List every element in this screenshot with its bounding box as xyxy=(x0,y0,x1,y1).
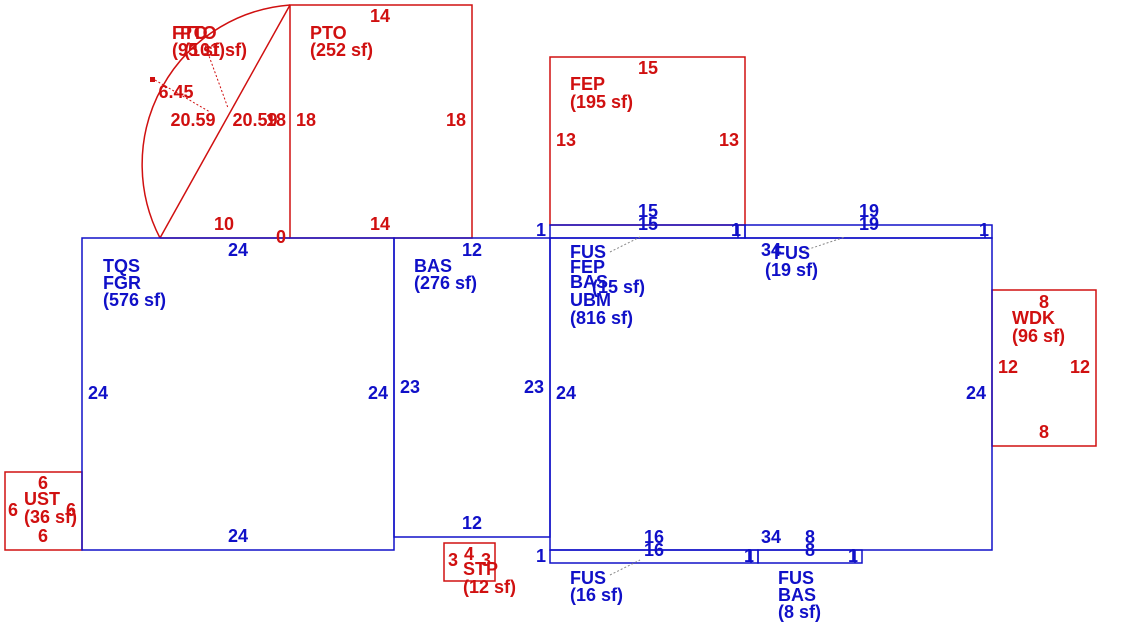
dim-strip16-bot: 16 xyxy=(644,540,664,560)
dim-strip16-top: 16 xyxy=(644,527,664,547)
dim-fep-right: 13 xyxy=(719,130,739,150)
fus16-area: (16 sf) xyxy=(570,585,623,605)
arc-area-1: (95 sf) xyxy=(172,40,225,60)
stp-name: STP xyxy=(463,559,498,579)
ubm-area: (816 sf) xyxy=(570,308,633,328)
fus19-name: FUS xyxy=(774,243,810,263)
ubm-name-2: FEP xyxy=(570,257,605,277)
dim-wdk-top: 8 xyxy=(1039,292,1049,312)
dim-arc-radius: 6.45 xyxy=(158,82,193,102)
dim-one-a: 1 xyxy=(536,220,546,240)
dim-ubm-bottom-mid: 34 xyxy=(761,527,781,547)
top-strip-right xyxy=(744,224,993,239)
tqs-name-1: TQS xyxy=(103,256,140,276)
ubm-name-4: UBM xyxy=(570,290,611,310)
fus8-area: (8 sf) xyxy=(778,602,821,622)
pto-arc-outline xyxy=(141,4,291,239)
dim-bas-right: 23 xyxy=(524,377,544,397)
arc-name-1: FTO xyxy=(172,23,208,43)
dim-wdk-left: 12 xyxy=(998,357,1018,377)
pto-name: PTO xyxy=(310,23,347,43)
stp-outline xyxy=(443,542,496,582)
dim-one-e: 1 xyxy=(744,546,754,566)
dim-arc-diag-a: 20.59 xyxy=(170,110,215,130)
dim-strip8-top: 8 xyxy=(805,527,815,547)
bottom-strip-right xyxy=(757,549,863,564)
dim-ubm-right: 24 xyxy=(966,383,986,403)
dim-stp-left: 3 xyxy=(448,550,458,570)
ubm-area-small: (15 sf) xyxy=(592,277,645,297)
dim-one-c: 1 xyxy=(979,220,989,240)
fep-area: (195 sf) xyxy=(570,92,633,112)
fep-name: FEP xyxy=(570,74,605,94)
pto-arc-chord xyxy=(159,4,291,239)
dim-fep-top: 15 xyxy=(638,58,658,78)
wdk-area: (96 sf) xyxy=(1012,326,1065,346)
fus19-area: (19 sf) xyxy=(765,260,818,280)
dim-bas-top: 12 xyxy=(462,240,482,260)
dim-pto-left: 18 xyxy=(296,110,316,130)
fus16-name: FUS xyxy=(570,568,606,588)
dim-strip15-bot: 15 xyxy=(638,214,658,234)
dim-ubm-top-right: 34 xyxy=(761,240,781,260)
ust-area: (36 sf) xyxy=(24,507,77,527)
leader-fus15 xyxy=(609,236,641,253)
leader-fus16 xyxy=(609,559,641,576)
dim-wdk-bottom: 8 xyxy=(1039,422,1049,442)
stp-area: (12 sf) xyxy=(463,577,516,597)
dim-arc-base: 10 xyxy=(214,214,234,234)
arc-name-2: PTO xyxy=(180,23,217,43)
dim-ust-right: 6 xyxy=(66,500,76,520)
dim-strip8-bot: 8 xyxy=(805,540,815,560)
dim-pto-bottom: 14 xyxy=(370,214,390,234)
dim-strip19-top: 19 xyxy=(859,201,879,221)
blue-labels: TQS FGR (576 sf) BAS (276 sf) FUS FEP BA… xyxy=(88,201,989,622)
dim-one-d: 1 xyxy=(536,546,546,566)
dim-arc-diag-b: 20.59 xyxy=(232,110,277,130)
arc-radius-marker xyxy=(150,77,155,82)
tqs-area: (576 sf) xyxy=(103,290,166,310)
pto-area: (252 sf) xyxy=(310,40,373,60)
dim-arc-eighteen: 18 xyxy=(266,110,286,130)
blue-structures xyxy=(81,224,993,576)
dim-pto-right: 18 xyxy=(446,110,466,130)
fus8-name-2: BAS xyxy=(778,585,816,605)
dim-tqs-left: 24 xyxy=(88,383,108,403)
dim-stp-top: 4 xyxy=(464,544,474,564)
tqs-name-2: FGR xyxy=(103,273,141,293)
dim-ust-top: 6 xyxy=(38,473,48,493)
dim-ubm-left: 24 xyxy=(556,383,576,403)
ubm-name-3: BAS xyxy=(570,272,608,292)
wdk-name: WDK xyxy=(1012,308,1055,328)
dim-fep-left: 13 xyxy=(556,130,576,150)
dim-strip15-top: 15 xyxy=(638,201,658,221)
dim-pto-top: 14 xyxy=(370,6,390,26)
dim-one-b: 1 xyxy=(731,220,741,240)
bas-name: BAS xyxy=(414,256,452,276)
arc-leader-2 xyxy=(204,44,229,109)
arc-area-2: (101 sf) xyxy=(184,40,247,60)
dim-one-f: 1 xyxy=(848,546,858,566)
red-labels: FTO PTO (95 sf) (101 sf) PTO (252 sf) FE… xyxy=(8,6,1090,597)
ust-name: UST xyxy=(24,489,60,509)
dim-bas-bottom: 12 xyxy=(462,513,482,533)
dim-ust-bottom: 6 xyxy=(38,526,48,546)
arc-leader-1 xyxy=(154,79,211,113)
bas-area: (276 sf) xyxy=(414,273,477,293)
dim-tqs-right: 24 xyxy=(368,383,388,403)
dim-ust-left: 6 xyxy=(8,500,18,520)
fus8-name-1: FUS xyxy=(778,568,814,588)
dim-bas-left: 23 xyxy=(400,377,420,397)
dim-strip19-bot: 19 xyxy=(859,214,879,234)
dim-arc-zero: 0 xyxy=(276,227,286,247)
dim-wdk-right: 12 xyxy=(1070,357,1090,377)
dim-tqs-bottom: 24 xyxy=(228,526,248,546)
ubm-name-1: FUS xyxy=(570,242,606,262)
dim-tqs-top: 24 xyxy=(228,240,248,260)
dim-stp-right: 3 xyxy=(481,550,491,570)
